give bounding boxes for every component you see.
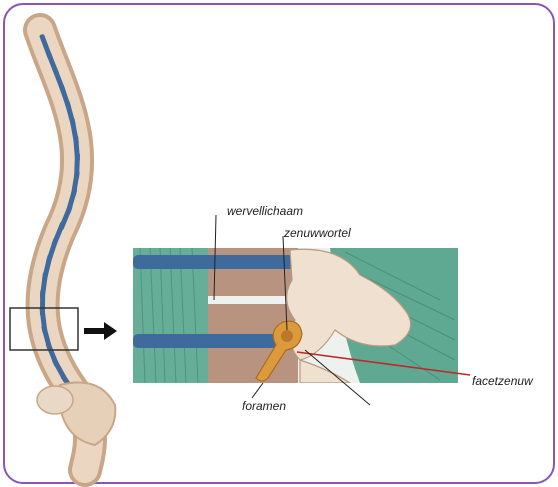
pelvis: [37, 386, 73, 414]
label-nerve-root: zenuwwortel: [283, 226, 351, 240]
zoomed-spine-section: [133, 248, 458, 383]
leader-foramen: [252, 383, 263, 398]
label-foramen: foramen: [242, 399, 286, 413]
arrow-right-icon: [84, 322, 117, 340]
spine-column: [37, 30, 115, 470]
label-facet-nerve: facetzenuw: [472, 374, 534, 388]
label-vertebral-body: wervellichaam: [227, 204, 303, 218]
